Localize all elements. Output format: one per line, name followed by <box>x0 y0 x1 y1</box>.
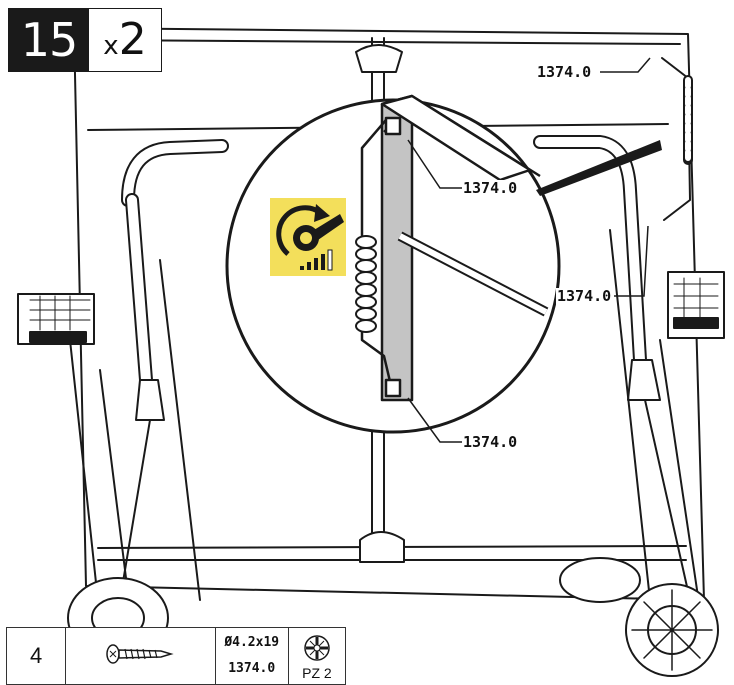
pozidriv-icon <box>304 634 330 661</box>
parts-table: 4 Ø4.2x19 1374.0 <box>5 627 347 685</box>
step-number: 15 <box>9 9 89 71</box>
screw-size: Ø4.2x19 <box>224 635 280 650</box>
leader-lines <box>407 57 651 443</box>
step-multiplier: x2 <box>89 9 161 71</box>
part-quantity: 4 <box>5 627 67 685</box>
screw-cell <box>65 627 216 685</box>
screw-spec: Ø4.2x19 1374.0 <box>214 627 289 685</box>
step-badge: 15 x2 <box>8 8 162 72</box>
left-net <box>17 293 95 345</box>
callout-zoom-top: 1374.0 <box>462 179 519 197</box>
screw-part-code: 1374.0 <box>228 661 276 676</box>
drive-label: PZ 2 <box>302 664 332 681</box>
screw-icon <box>106 644 175 664</box>
center-support <box>355 37 405 563</box>
right-net <box>667 271 725 339</box>
callout-right-mid: 1374.0 <box>556 287 613 305</box>
multiplier-prefix: x <box>103 31 119 61</box>
callout-zoom-bottom: 1374.0 <box>462 433 519 451</box>
multiplier-value: 2 <box>118 14 147 65</box>
callout-top-right: 1374.0 <box>536 63 593 81</box>
right-spring <box>661 57 693 221</box>
drive-cell: PZ 2 <box>287 627 347 685</box>
left-frame <box>69 139 229 621</box>
tighten-wrench-icon <box>270 198 346 276</box>
